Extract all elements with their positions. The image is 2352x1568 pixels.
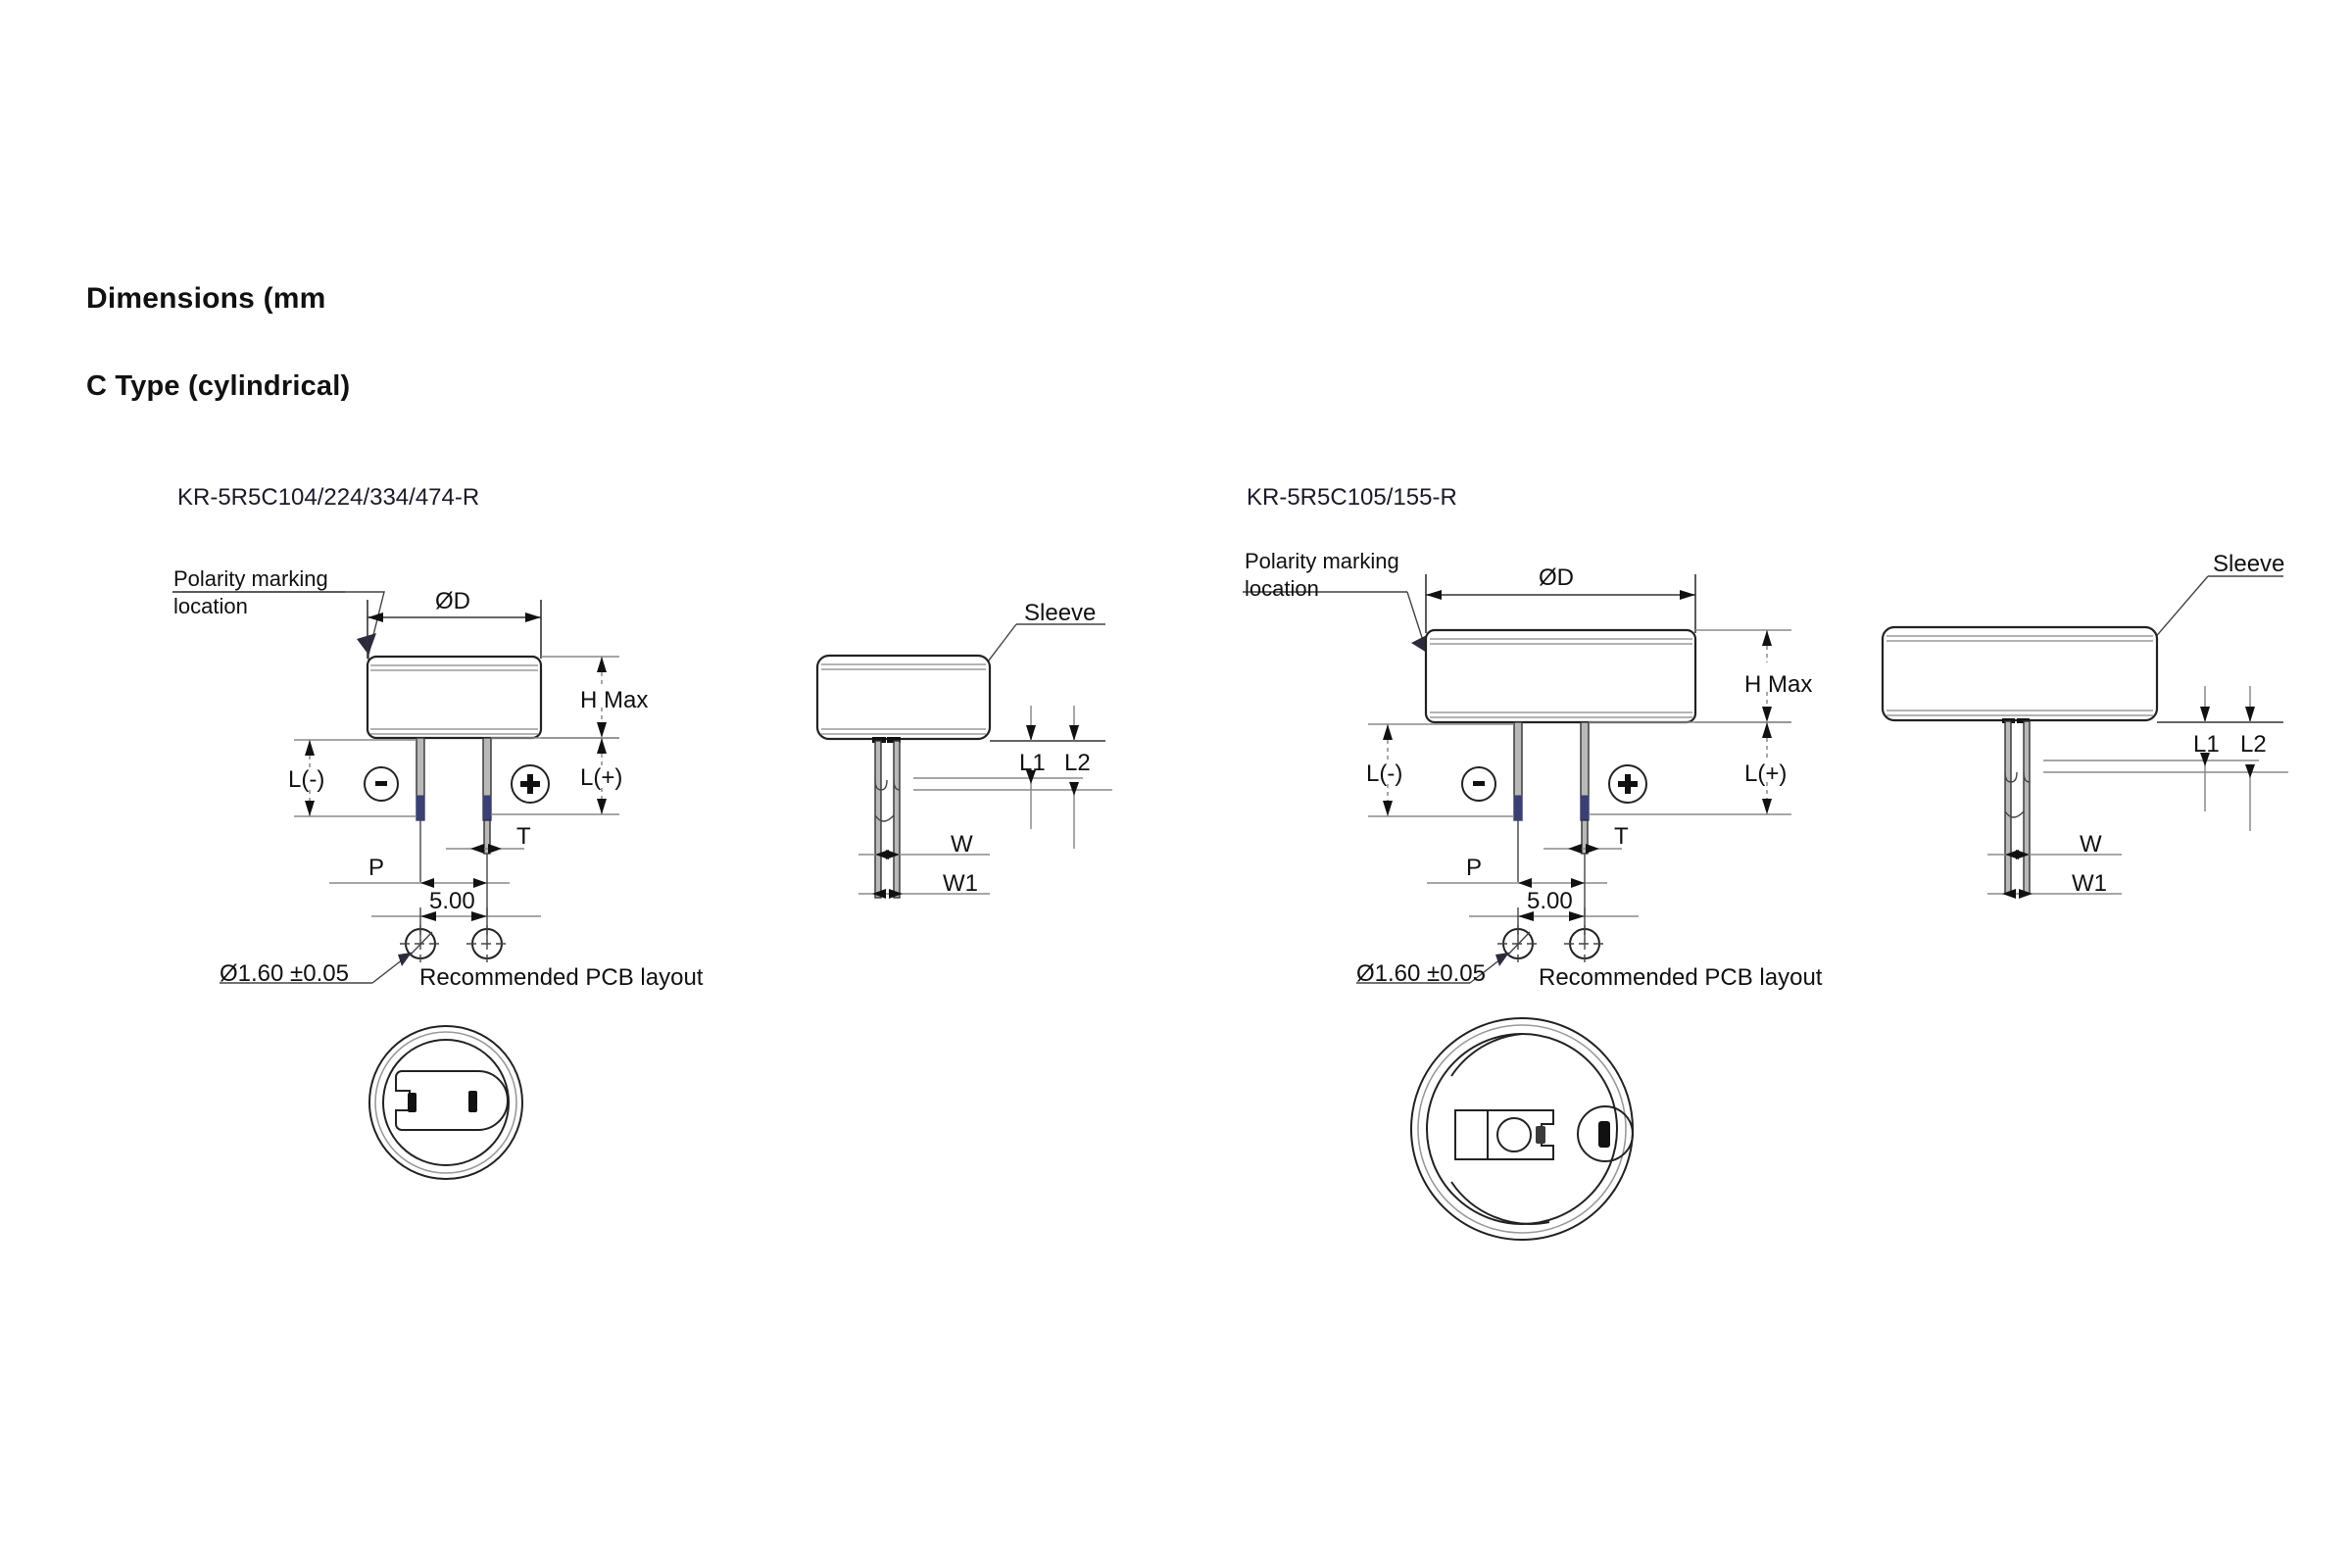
right-lead-negative-label: L(-) — [1366, 760, 1403, 787]
left-sleeve-label: Sleeve — [1024, 600, 1097, 626]
left-polarity-label-line1: Polarity marking — [173, 566, 328, 591]
left-pitch-label: P — [368, 855, 385, 881]
right-width-w-label: W — [2080, 831, 2102, 858]
left-polarity-minus-symbol — [364, 766, 399, 802]
right-lead-negative-dimension — [1368, 723, 1514, 817]
left-side-body — [815, 654, 992, 741]
left-pcb-pitch-label: 5.00 — [429, 888, 475, 914]
right-pcb-pitch-dimension — [1469, 907, 1639, 941]
right-capacitor-body — [1424, 628, 1697, 724]
left-polarity-leader — [172, 591, 385, 686]
right-thickness-dimension — [1544, 844, 1622, 854]
left-capacitor-body — [366, 655, 543, 740]
right-sleeve-label: Sleeve — [2213, 551, 2285, 577]
left-l2-label: L2 — [1064, 750, 1091, 776]
right-pcb-holes — [1497, 925, 1605, 962]
right-polarity-minus-symbol — [1461, 766, 1496, 802]
left-hole-diameter-leader — [220, 952, 413, 984]
right-height-label: H Max — [1744, 671, 1813, 698]
left-pitch-dimension — [329, 854, 510, 916]
left-side-leads — [872, 737, 901, 899]
right-pcb-pitch-label: 5.00 — [1527, 888, 1573, 914]
right-polarity-label-line1: Polarity marking — [1245, 549, 1399, 573]
left-lead-negative-dimension — [294, 739, 416, 817]
left-pcb-pitch-dimension — [371, 907, 541, 941]
right-side-body — [1881, 625, 2159, 722]
left-lead-positive-dimension — [491, 737, 619, 815]
left-diameter-dimension — [367, 600, 542, 659]
left-diameter-label: ØD — [435, 588, 470, 614]
right-l1-l2-dimension — [2043, 686, 2288, 831]
left-width-dimensions — [858, 850, 990, 899]
right-l1-label: L1 — [2193, 731, 2220, 758]
right-bottom-view — [1410, 1017, 1634, 1241]
left-width-w-label: W — [951, 831, 973, 858]
right-pitch-label: P — [1466, 855, 1483, 881]
left-polarity-label-line2: location — [173, 594, 248, 618]
right-thickness-label: T — [1614, 823, 1629, 850]
right-width-dimensions — [1987, 850, 2122, 899]
page-title: Dimensions (mm — [86, 282, 326, 315]
right-lead-positive-dimension — [1589, 721, 1791, 815]
left-lead-positive-label: L(+) — [580, 764, 623, 791]
right-side-leads — [2002, 718, 2031, 895]
right-hole-diameter-leader — [1356, 952, 1510, 984]
left-l1-l2-dimension — [913, 706, 1112, 849]
section-title: C Type (cylindrical) — [86, 370, 351, 402]
right-pitch-dimension — [1427, 854, 1607, 916]
part-number-right: KR-5R5C105/155-R — [1247, 484, 1457, 511]
right-polarity-label-line2: location — [1245, 576, 1319, 601]
left-polarity-plus-symbol — [511, 764, 550, 804]
left-height-label: H Max — [580, 687, 649, 713]
right-leads — [1513, 721, 1590, 882]
right-lead-positive-label: L(+) — [1744, 760, 1788, 787]
left-leads — [416, 737, 492, 882]
left-l1-label: L1 — [1019, 750, 1046, 776]
part-number-left: KR-5R5C104/224/334/474-R — [177, 484, 480, 511]
left-thickness-dimension — [446, 844, 524, 854]
left-thickness-label: T — [516, 823, 531, 850]
left-pcb-note-label: Recommended PCB layout — [419, 964, 704, 991]
left-bottom-view — [368, 1025, 523, 1180]
left-pcb-holes — [400, 925, 508, 962]
right-pcb-note-label: Recommended PCB layout — [1539, 964, 1823, 991]
left-lead-negative-label: L(-) — [288, 766, 325, 793]
left-hole-diameter-label: Ø1.60 ±0.05 — [220, 960, 349, 987]
left-width-w1-label: W1 — [943, 870, 978, 897]
right-hole-diameter-label: Ø1.60 ±0.05 — [1356, 960, 1486, 987]
right-diameter-dimension — [1425, 574, 1696, 633]
right-l2-label: L2 — [2240, 731, 2267, 758]
right-diameter-label: ØD — [1539, 564, 1574, 591]
right-polarity-plus-symbol — [1608, 764, 1647, 804]
right-width-w1-label: W1 — [2072, 870, 2107, 897]
